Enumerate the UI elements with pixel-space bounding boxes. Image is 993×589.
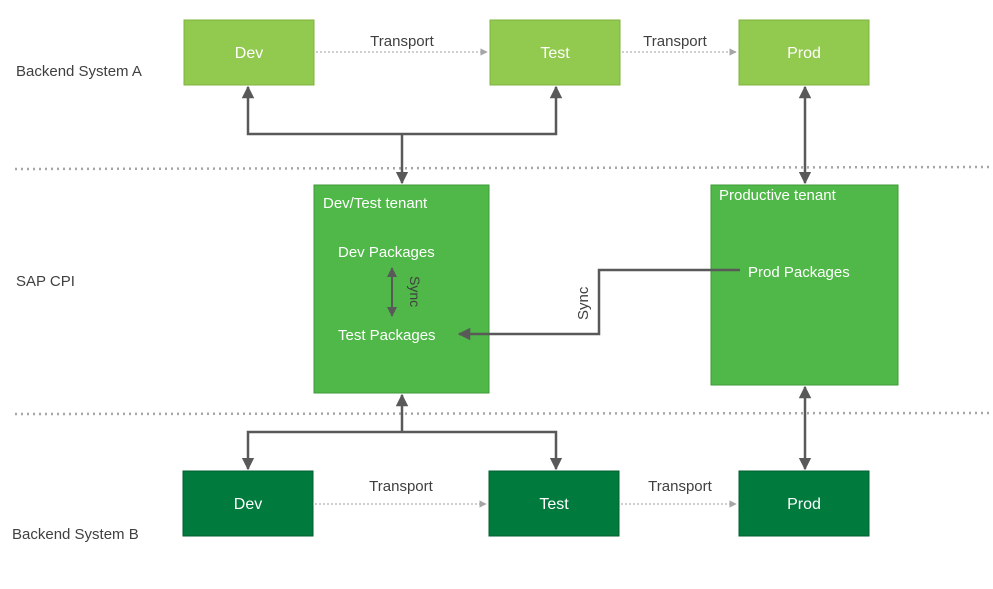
cross-tenant-sync-arrow (457, 268, 740, 341)
backend-b-dev-box: Dev (182, 470, 314, 537)
dev-packages-label: Dev Packages (338, 244, 435, 261)
backend-b-transport-label-2: Transport (648, 478, 712, 495)
test-packages-label: Test Packages (338, 327, 436, 344)
backend-b-prod-label: Prod (787, 496, 821, 513)
backend-b-transport-label-1: Transport (369, 478, 433, 495)
devtest-backend-b-connector (241, 393, 563, 471)
lane-label-sap-cpi: SAP CPI (16, 273, 75, 290)
lane-label-backend-a: Backend System A (16, 63, 142, 80)
backend-a-prod-label: Prod (787, 45, 821, 62)
separator-bottom (14, 411, 991, 416)
devtest-tenant-title: Dev/Test tenant (323, 195, 428, 212)
productive-tenant-title: Productive tenant (719, 187, 837, 204)
backend-a-test-box: Test (489, 19, 621, 86)
backend-a-dev-box: Dev (183, 19, 315, 86)
separator-top (14, 165, 991, 171)
cross-tenant-sync-label: Sync (575, 286, 592, 320)
backend-b-test-label: Test (539, 496, 569, 513)
productive-tenant-box: Productive tenant Prod Packages (710, 184, 899, 386)
backend-a-transport-label-2: Transport (643, 33, 707, 50)
backend-b-prod-box: Prod (738, 470, 870, 537)
backend-a-devtest-connector (241, 85, 563, 185)
backend-b-test-box: Test (488, 470, 620, 537)
prod-packages-label: Prod Packages (748, 264, 850, 281)
backend-a-prod-box: Prod (738, 19, 870, 86)
lane-label-backend-b: Backend System B (12, 526, 139, 543)
backend-a-dev-label: Dev (235, 45, 263, 62)
backend-b-dev-label: Dev (234, 496, 262, 513)
backend-a-test-label: Test (540, 45, 570, 62)
internal-sync-label: Sync (407, 276, 423, 307)
backend-a-transport-label-1: Transport (370, 33, 434, 50)
devtest-tenant-box: Dev/Test tenant Dev Packages Test Packag… (313, 184, 490, 394)
